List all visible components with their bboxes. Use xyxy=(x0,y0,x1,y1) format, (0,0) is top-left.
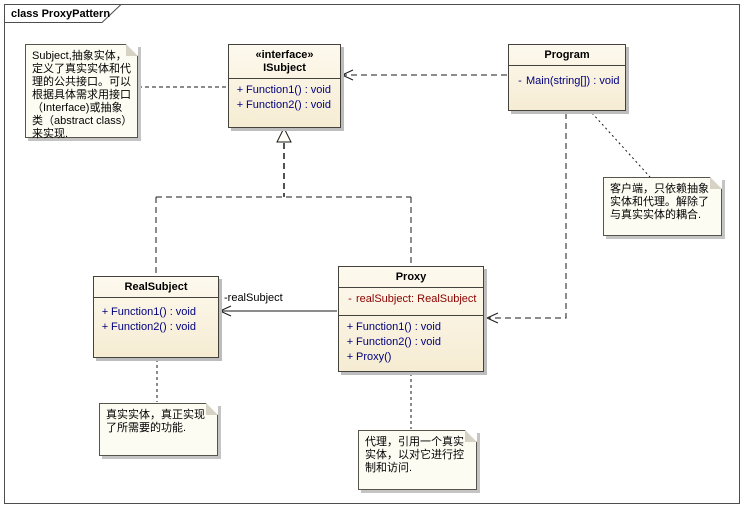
operation-row: - Main(string[]) : void xyxy=(509,74,625,89)
note-realsubject-text: 真实实体，真正实现了所需要的功能. xyxy=(106,409,205,434)
dependency-arrowhead-isubject xyxy=(340,69,354,81)
class-proxy[interactable]: Proxy - realSubject: RealSubject + Funct… xyxy=(338,266,484,372)
program-operations: - Main(string[]) : void xyxy=(509,65,625,110)
note-proxy-text: 代理，引用一个真实实体，以对它进行控制和访问. xyxy=(365,436,464,474)
operation-text: Main(string[]) : void xyxy=(526,75,620,87)
class-program[interactable]: Program - Main(string[]) : void xyxy=(508,44,626,111)
class-proxy-header: Proxy xyxy=(339,267,483,287)
proxy-operations: + Function1() : void + Function2() : voi… xyxy=(339,315,483,371)
visibility-symbol: + xyxy=(101,306,109,318)
visibility-symbol: + xyxy=(236,99,244,111)
realsubject-name: RealSubject xyxy=(124,281,188,293)
operation-row: + Function2() : void xyxy=(229,98,340,113)
operation-text: Function2() : void xyxy=(246,99,331,111)
note-client[interactable]: 客户端，只依赖抽象实体和代理。解除了与真实实体的耦合. xyxy=(603,177,722,236)
operation-text: Proxy() xyxy=(356,351,392,363)
class-isubject-header: «interface» ISubject xyxy=(229,45,340,78)
visibility-symbol: - xyxy=(348,293,352,305)
visibility-symbol: + xyxy=(346,351,354,363)
dependency-arrowhead-proxy xyxy=(485,312,499,324)
visibility-symbol: + xyxy=(346,321,354,333)
operation-row: + Function2() : void xyxy=(339,335,483,350)
operation-text: Function2() : void xyxy=(111,321,196,333)
isubject-name: ISubject xyxy=(263,62,306,74)
operation-row: + Function1() : void xyxy=(339,320,483,335)
isubject-stereotype: «interface» xyxy=(255,49,314,61)
realsubject-operations: + Function1() : void + Function2() : voi… xyxy=(94,297,218,357)
operation-text: Function2() : void xyxy=(356,336,441,348)
association-role-label: -realSubject xyxy=(224,292,283,304)
proxy-name: Proxy xyxy=(395,271,427,283)
operation-text: Function1() : void xyxy=(111,306,196,318)
frame-tab-shape xyxy=(4,4,123,23)
class-isubject[interactable]: «interface» ISubject + Function1() : voi… xyxy=(228,44,341,128)
visibility-symbol: + xyxy=(236,84,244,96)
note-subject-text: Subject,抽象实体，定义了真实实体和代理的公共接口。可以根据具体需求用接口… xyxy=(32,50,133,140)
visibility-symbol: + xyxy=(346,336,354,348)
visibility-symbol: - xyxy=(518,75,522,87)
note-client-text: 客户端，只依赖抽象实体和代理。解除了与真实实体的耦合. xyxy=(610,183,709,221)
notelink-program-client xyxy=(591,112,651,178)
operation-row: + Function1() : void xyxy=(94,305,218,320)
association-arrowhead-realsubject xyxy=(218,305,232,317)
diagram-frame xyxy=(4,4,740,504)
visibility-symbol: + xyxy=(101,321,109,333)
operation-row: + Proxy() xyxy=(339,350,483,365)
note-proxy[interactable]: 代理，引用一个真实实体，以对它进行控制和访问. xyxy=(358,430,477,490)
note-realsubject[interactable]: 真实实体，真正实现了所需要的功能. xyxy=(99,403,218,456)
proxy-attributes: - realSubject: RealSubject xyxy=(339,287,483,315)
attribute-row: - realSubject: RealSubject xyxy=(339,292,483,307)
operation-text: Function1() : void xyxy=(356,321,441,333)
diagram-tab-title: class ProxyPattern xyxy=(11,8,111,20)
class-realsubject[interactable]: RealSubject + Function1() : void + Funct… xyxy=(93,276,219,358)
operation-text: Function1() : void xyxy=(246,84,331,96)
dependency-program-proxy xyxy=(489,113,567,319)
operation-row: + Function2() : void xyxy=(94,320,218,335)
class-program-header: Program xyxy=(509,45,625,65)
isubject-operations: + Function1() : void + Function2() : voi… xyxy=(229,78,340,127)
realization-triangle xyxy=(276,126,292,143)
note-subject[interactable]: Subject,抽象实体，定义了真实实体和代理的公共接口。可以根据具体需求用接口… xyxy=(25,44,138,140)
attribute-text: realSubject: RealSubject xyxy=(356,293,477,305)
program-name: Program xyxy=(544,49,590,61)
class-realsubject-header: RealSubject xyxy=(94,277,218,297)
operation-row: + Function1() : void xyxy=(229,83,340,98)
